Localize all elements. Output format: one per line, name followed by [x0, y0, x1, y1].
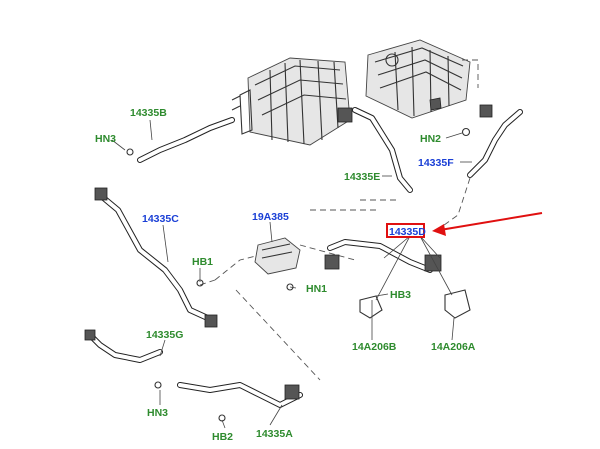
label-HB2: HB2: [212, 431, 233, 443]
label-14335F: 14335F: [418, 157, 454, 169]
label-19A385: 19A385: [252, 211, 289, 223]
upper-right-module: [365, 39, 471, 119]
upper-housing: [231, 57, 351, 146]
reference-dashed-lines: [199, 59, 479, 381]
label-HN3-bottom: HN3: [147, 407, 168, 419]
labels: 14335B HN3 14335C 19A385 HB1 HN1 14335E …: [95, 107, 476, 443]
highlight: [386, 212, 543, 238]
arrow-icon: [432, 224, 446, 236]
label-14335B: 14335B: [130, 107, 167, 119]
label-14335C: 14335C: [142, 213, 179, 225]
label-HB1: HB1: [192, 256, 213, 268]
label-HN2: HN2: [420, 133, 441, 145]
label-HN3-top: HN3: [95, 133, 116, 145]
label-14A206B: 14A206B: [352, 341, 397, 353]
label-14335D: 14335D: [389, 226, 426, 238]
label-14A206A: 14A206A: [431, 341, 476, 353]
coolant-hoses: [87, 107, 523, 408]
label-14335G: 14335G: [146, 329, 183, 341]
label-HN1: HN1: [306, 283, 327, 295]
highlight-box: [386, 223, 425, 238]
label-14335E: 14335E: [344, 171, 380, 183]
arrow-line: [439, 212, 543, 231]
components: [84, 104, 493, 422]
label-HB3: HB3: [390, 289, 411, 301]
label-14335A: 14335A: [256, 428, 293, 440]
leader-lines: [111, 119, 472, 429]
